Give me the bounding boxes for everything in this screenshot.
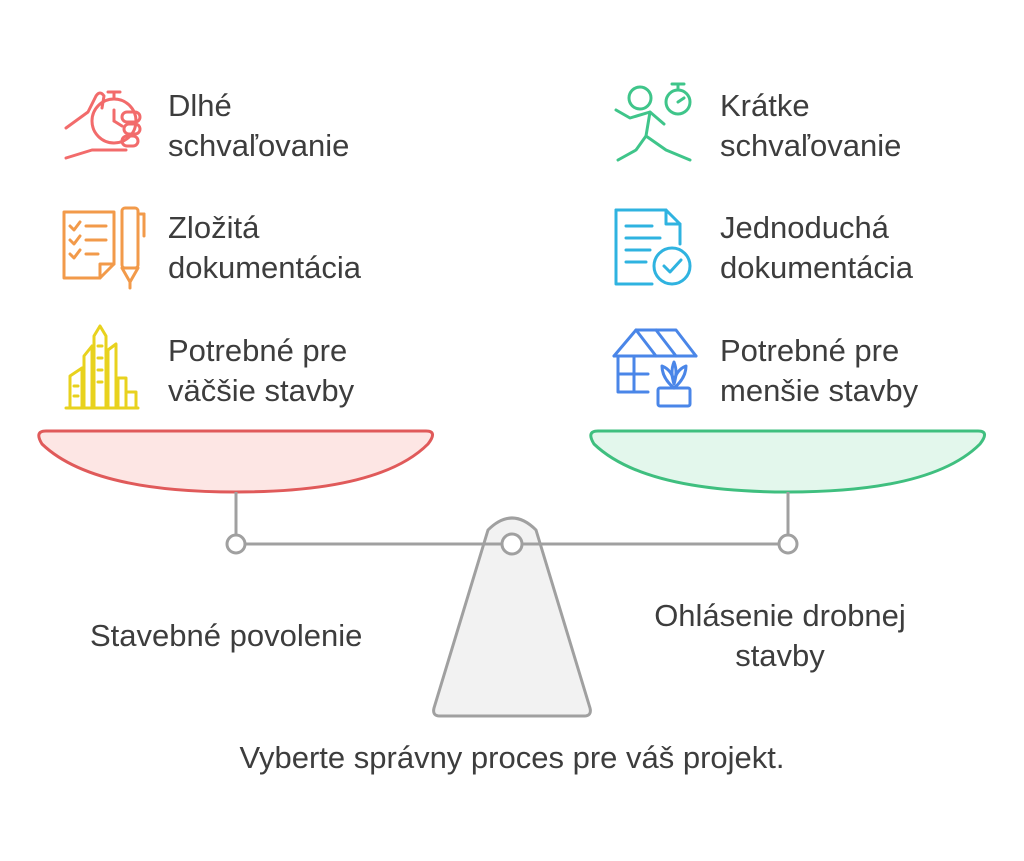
skyscrapers-icon [64,324,140,410]
right-caption-line2: stavby [735,638,825,673]
left-item-line1: Dlhé [168,88,232,123]
right-item-line2: dokumentácia [720,250,914,285]
left-item-line1: Potrebné pre [168,333,348,368]
left-pivot [225,533,247,555]
document-check-icon [614,208,692,286]
left-item-complex-docs: Zložitá dokumentácia [168,208,361,288]
fulcrum-stand [432,516,592,718]
left-item-line2: dokumentácia [168,250,362,285]
left-item-line2: schvaľovanie [168,128,350,163]
right-caption: Ohlásenie drobnej stavby [630,596,930,676]
right-item-line1: Potrebné pre [720,333,900,368]
greenhouse-plant-icon [612,328,698,408]
left-item-large-buildings: Potrebné pre väčšie stavby [168,331,354,411]
checklist-pen-icon [62,206,146,290]
left-pan [37,429,434,494]
right-item-line1: Krátke [720,88,810,123]
right-item-line1: Jednoduchá [720,210,889,245]
left-item-line2: väčšie stavby [168,373,355,408]
left-item-long-approval: Dlhé schvaľovanie [168,86,349,166]
center-pivot [500,532,524,556]
right-item-simple-docs: Jednoduchá dokumentácia [720,208,913,288]
left-item-line1: Zložitá [168,210,260,245]
footer-text: Vyberte správny proces pre váš projekt. [239,740,785,775]
right-item-small-buildings: Potrebné pre menšie stavby [720,331,918,411]
right-item-line2: schvaľovanie [720,128,902,163]
right-item-line2: menšie stavby [720,373,919,408]
right-item-short-approval: Krátke schvaľovanie [720,86,901,166]
left-caption: Stavebné povolenie [90,618,363,653]
right-caption-line1: Ohlásenie drobnej [654,598,906,633]
running-person-stopwatch-icon [614,82,692,162]
right-pan [589,429,986,494]
stopwatch-hand-icon [64,90,142,160]
right-pivot [777,533,799,555]
